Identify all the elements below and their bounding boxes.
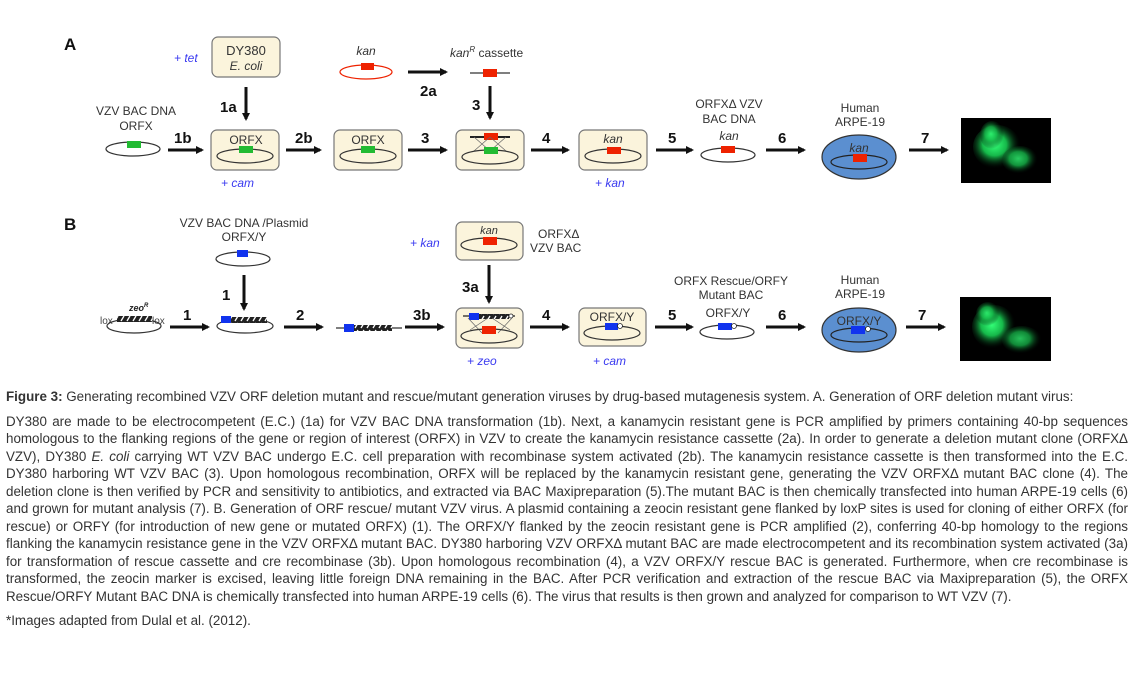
cam-selection-label-b: + cam: [593, 354, 626, 368]
recombination-box-b: [455, 307, 524, 349]
caption-title: Generating recombined VZV ORF deletion m…: [62, 389, 1074, 404]
kan-plasmid-label: kan: [356, 44, 376, 58]
svg-text:kan: kan: [719, 129, 739, 143]
step-3-horizontal: 3: [421, 130, 429, 147]
step-1-horizontal: 1: [183, 307, 191, 324]
kanr-cassette: [470, 69, 510, 77]
cloned-plasmid: [216, 316, 274, 334]
tet-selection-label: + tet: [174, 51, 198, 65]
figure-3-diagram: A DY380 E. coli + tet 1a VZV BAC DNA ORF…: [64, 35, 1051, 368]
svg-text:ORFX/Y: ORFX/Y: [837, 314, 882, 328]
step-6-b: 6: [778, 307, 786, 324]
step-7-b: 7: [918, 307, 926, 324]
step-5: 5: [668, 130, 676, 147]
fluorescence-plaque-image-a: [961, 118, 1051, 183]
step-6: 6: [778, 130, 786, 147]
svg-text:kan: kan: [849, 141, 869, 155]
step-4-b: 4: [542, 307, 551, 324]
svg-text:zeoR: zeoR: [128, 303, 149, 313]
arpe19-cell-a: kan: [821, 134, 897, 180]
orfx-delta-vzv-bac-label: ORFXΔ: [538, 227, 579, 241]
orfx-delta-bac-label: ORFXΔ VZV: [695, 97, 762, 111]
orfx-gene-green: [127, 141, 141, 148]
step-4: 4: [542, 130, 551, 147]
figure-label: Figure 3:: [6, 389, 63, 404]
svg-text:E. coli: E. coli: [230, 59, 263, 73]
kan-selection-label-b: + kan: [410, 236, 440, 250]
panel-b-label: B: [64, 215, 76, 234]
step-5-b: 5: [668, 307, 676, 324]
orfx-delta-bac-plasmid: [700, 146, 756, 163]
human-arpe19-label-a: Human: [841, 101, 880, 115]
arpe19-cell-b: ORFX/Y: [821, 307, 897, 353]
caption-title-paragraph: Figure 3: Generating recombined VZV ORF …: [6, 388, 1128, 406]
cam-selection-label: + cam: [221, 176, 254, 190]
zeo-lox-plasmid: zeoR lox lox: [100, 303, 165, 334]
step-3-vertical: 3: [472, 97, 480, 114]
step-2: 2: [296, 307, 304, 324]
panel-a-label: A: [64, 35, 76, 54]
vzv-bac-dna-label: VZV BAC DNA: [96, 104, 176, 118]
figure-caption: Figure 3: Generating recombined VZV ORF …: [6, 388, 1128, 637]
ecoli-box-orfx-1: ORFX: [210, 129, 280, 171]
ecoli-box-orfx-2: ORFX: [333, 129, 403, 171]
kan-selection-label: + kan: [595, 176, 625, 190]
svg-text:BAC DNA: BAC DNA: [702, 112, 755, 126]
svg-text:ORFX/Y: ORFX/Y: [706, 306, 751, 320]
svg-text:lox: lox: [100, 316, 113, 327]
step-3b: 3b: [413, 307, 431, 324]
vzv-plasmid-orfxy: [215, 250, 271, 267]
dy380-ecoli-box: DY380 E. coli: [211, 36, 281, 78]
kanr-cassette-label: kanR cassette: [450, 45, 523, 60]
ecoli-box-orfxy: ORFX/Y: [578, 307, 647, 347]
svg-text:ORFX/Y: ORFX/Y: [590, 310, 635, 324]
svg-text:ORFX/Y: ORFX/Y: [222, 230, 267, 244]
caption-body: DY380 are made to be electrocompetent (E…: [6, 413, 1128, 604]
svg-text:ORFX: ORFX: [351, 133, 384, 147]
step-2a: 2a: [420, 83, 437, 100]
rescue-bac-plasmid: [699, 323, 755, 340]
svg-text:ARPE-19: ARPE-19: [835, 115, 885, 129]
svg-text:ARPE-19: ARPE-19: [835, 287, 885, 301]
fluorescence-plaque-image-b: [960, 297, 1051, 361]
svg-text:ORFX: ORFX: [229, 133, 262, 147]
step-1a: 1a: [220, 99, 237, 116]
human-arpe19-label-b: Human: [841, 273, 880, 287]
svg-text:VZV BAC: VZV BAC: [530, 241, 582, 255]
vzv-bac-plasmid: [105, 141, 161, 157]
step-7: 7: [921, 130, 929, 147]
svg-text:kan: kan: [480, 225, 498, 237]
ecoli-box-kan: kan: [578, 129, 648, 171]
vzv-plasmid-label: VZV BAC DNA /Plasmid: [180, 216, 309, 230]
svg-text:ORFX: ORFX: [119, 119, 152, 133]
rescue-cassette-pcr-product: [336, 324, 402, 332]
rescue-bac-label: ORFX Rescue/ORFY: [674, 274, 788, 288]
zeo-selection-label: + zeo: [467, 354, 497, 368]
step-1b: 1b: [174, 130, 192, 147]
step-3a: 3a: [462, 279, 479, 296]
orfx-delta-bac-box: kan: [455, 221, 524, 261]
svg-text:lox: lox: [152, 316, 165, 327]
svg-text:DY380: DY380: [226, 43, 266, 58]
kan-plasmid: [339, 63, 393, 80]
svg-text:Mutant BAC: Mutant BAC: [699, 288, 764, 302]
recombination-box-a: [455, 129, 525, 171]
step-2b: 2b: [295, 130, 313, 147]
step-1-vertical: 1: [222, 287, 230, 304]
image-credit: *Images adapted from Dulal et al. (2012)…: [6, 613, 251, 628]
svg-text:kan: kan: [603, 132, 623, 146]
